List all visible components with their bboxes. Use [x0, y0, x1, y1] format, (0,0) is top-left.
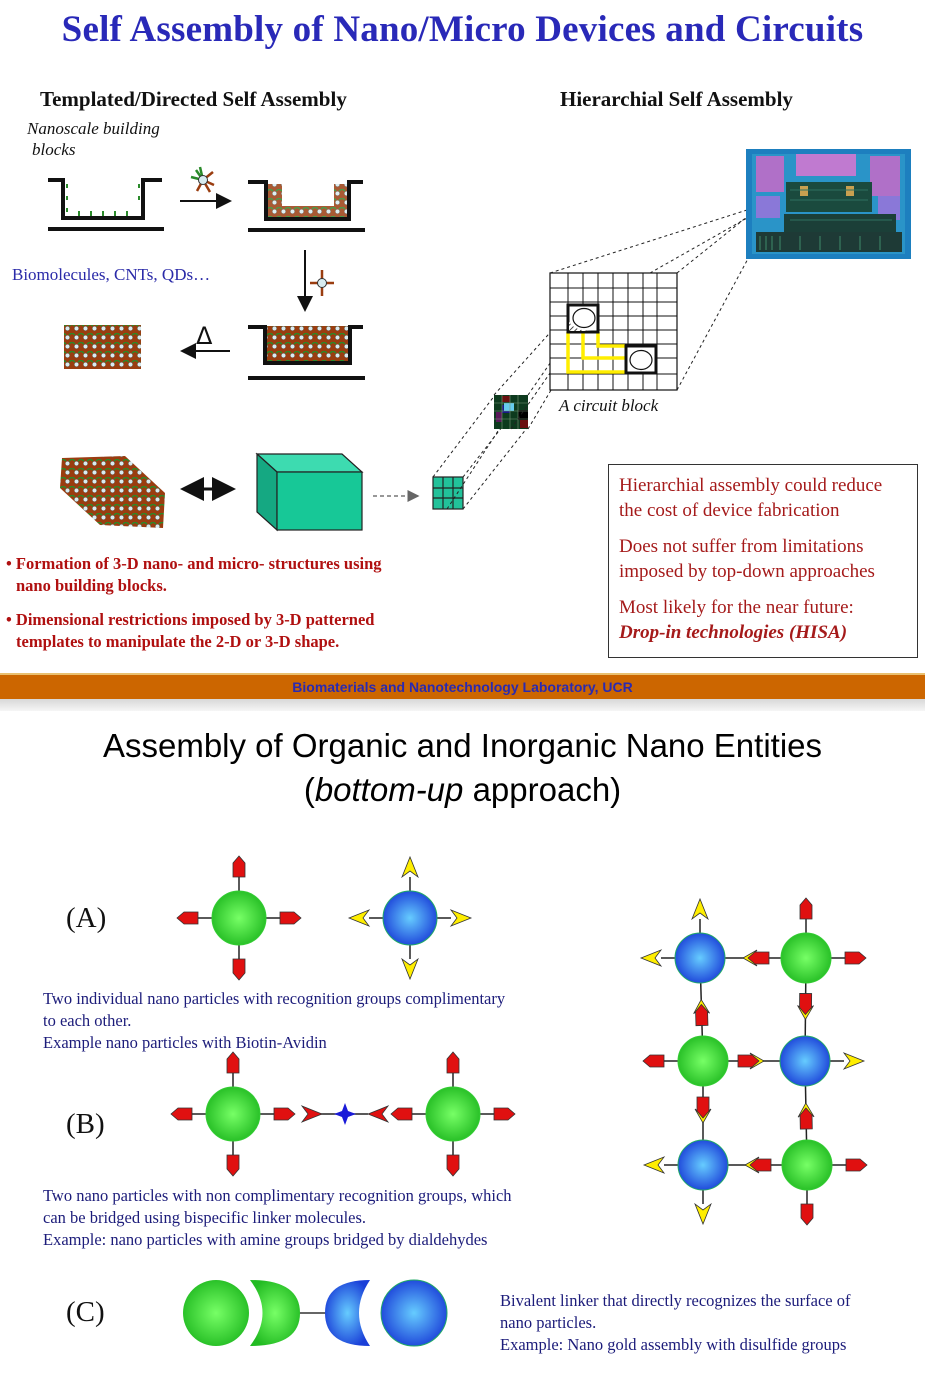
template-process-diagram	[48, 149, 911, 532]
section-a-desc-2: to each other.	[43, 1011, 132, 1030]
red-recognition-group	[446, 1141, 460, 1177]
blue-nanoparticle	[382, 890, 438, 946]
nanoscale-label-line1: Nanoscale building	[27, 119, 160, 138]
green-nanoparticle	[780, 932, 832, 984]
blue-nanoparticle	[677, 1139, 729, 1191]
red-recognition-group	[170, 1107, 206, 1121]
chip-die-image	[746, 149, 911, 259]
yellow-recognition-group	[347, 909, 383, 927]
section-c-description: Bivalent linker that directly recognizes…	[500, 1290, 850, 1356]
bullet-1-line2: nano building blocks.	[16, 576, 167, 595]
yellow-recognition-group	[401, 945, 419, 981]
hierarchial-info-box: Hierarchial assembly could reduce the co…	[608, 464, 918, 658]
red-recognition-group	[390, 1107, 426, 1121]
3d-lattice-structure	[60, 456, 165, 528]
section-b-desc-1: Two nano particles with non complimentar…	[43, 1186, 512, 1205]
section-c-desc-3: Example: Nano gold assembly with disulfi…	[500, 1335, 847, 1354]
filled-template	[248, 325, 365, 380]
red-recognition-group	[232, 945, 246, 981]
released-nanostructure	[64, 325, 141, 369]
info-cost: Hierarchial assembly could reduce the co…	[619, 475, 883, 521]
section-a-desc-1: Two individual nano particles with recog…	[43, 989, 506, 1008]
section-b-desc-3: Example: nano particles with amine group…	[43, 1230, 488, 1249]
green-nanoparticle	[781, 1139, 833, 1191]
yellow-recognition-group	[694, 1190, 712, 1226]
red-recognition-group	[642, 1054, 678, 1068]
yellow-recognition-group	[642, 1156, 678, 1174]
section-c-desc-2: nano particles.	[500, 1313, 597, 1332]
bullet-2-line2: templates to manipulate the 2-D or 3-D s…	[16, 632, 340, 651]
bullet-item: • Dimensional restrictions imposed by 3-…	[6, 609, 446, 653]
green-nanoparticle	[205, 1086, 261, 1142]
section-c-desc-1: Bivalent linker that directly recognizes…	[500, 1291, 851, 1310]
circuit-block-caption: A circuit block	[559, 396, 659, 415]
lab-footer-bar: Biomaterials and Nanotechnology Laborato…	[0, 673, 925, 699]
red-recognition-group	[232, 855, 246, 891]
red-recognition-group	[266, 911, 302, 925]
slide2-title-line1: Assembly of Organic and Inorganic Nano E…	[102, 727, 823, 764]
micro-structure-cube	[255, 452, 364, 532]
bispecific-linker	[300, 1103, 390, 1125]
paren-open: (	[303, 771, 315, 808]
bottom-up-emphasis: bottom-up	[314, 771, 464, 808]
green-nanoparticle	[211, 890, 267, 946]
section-c-label: (C)	[66, 1296, 105, 1328]
info-future-label: Most likely for the near future:	[619, 597, 854, 618]
red-recognition-group	[176, 911, 212, 925]
info-drop-in: Drop-in technologies (HISA)	[619, 622, 848, 643]
slide1-title: Self Assembly of Nano/Micro Devices and …	[61, 9, 864, 50]
section-a-description: Two individual nano particles with recog…	[43, 988, 505, 1054]
section-a-label: (A)	[66, 902, 107, 934]
blue-nanoparticle	[674, 932, 726, 984]
section-b-desc-2: can be bridged using bispecific linker m…	[43, 1208, 367, 1227]
red-recognition-group	[800, 1190, 814, 1226]
bullet-2-line1: • Dimensional restrictions imposed by 3-…	[6, 610, 375, 629]
linker-block-icon	[310, 270, 334, 296]
bullet-1-line1: • Formation of 3-D nano- and micro- stru…	[6, 554, 382, 573]
empty-template	[48, 178, 164, 231]
blue-nanoparticle	[779, 1035, 831, 1087]
red-recognition-group	[226, 1141, 240, 1177]
bivalent-linker-assembly	[183, 1279, 448, 1347]
bullet-item: • Formation of 3-D nano- and micro- stru…	[6, 553, 446, 597]
green-nanoparticle	[425, 1086, 481, 1142]
nanoscale-label: Nanoscale building blocks	[27, 118, 160, 160]
red-recognition-group	[226, 1051, 240, 1087]
red-recognition-group	[832, 1158, 868, 1172]
yellow-recognition-group	[639, 949, 675, 967]
nanoscale-label-line2: blocks	[32, 140, 76, 159]
slide2-title-line2: (bottom-up approach)	[0, 768, 925, 812]
template-with-monolayer	[248, 180, 365, 232]
slide-divider	[0, 699, 925, 711]
yellow-recognition-group	[691, 897, 709, 933]
lab-footer-text: Biomaterials and Nanotechnology Laborato…	[292, 679, 633, 695]
bullet-list: • Formation of 3-D nano- and micro- stru…	[6, 553, 446, 665]
complementary-bond	[797, 1060, 815, 1166]
hierarchial-heading: Hierarchial Self Assembly	[560, 87, 793, 111]
yellow-recognition-group	[830, 1052, 866, 1070]
red-recognition-group	[446, 1051, 460, 1087]
green-nanoparticle	[677, 1035, 729, 1087]
red-recognition-group	[799, 897, 813, 933]
approach-text: approach)	[463, 771, 622, 808]
circuit-block-grid	[549, 272, 678, 391]
building-block-icon	[190, 166, 215, 193]
heat-symbol: Δ	[196, 322, 213, 350]
section-b-label: (B)	[66, 1108, 105, 1140]
yellow-recognition-group	[401, 855, 419, 891]
templated-heading: Templated/Directed Self Assembly	[40, 87, 347, 111]
red-recognition-group	[260, 1107, 296, 1121]
info-future: Most likely for the near future: Drop-in…	[619, 595, 907, 645]
section-a-desc-3: Example nano particles with Biotin-Avidi…	[43, 1033, 327, 1052]
section-b-description: Two nano particles with non complimentar…	[43, 1185, 512, 1251]
yellow-recognition-group	[437, 909, 473, 927]
biomolecules-label: Biomolecules, CNTs, QDs…	[12, 265, 211, 284]
info-limitations: Does not suffer from limitations imposed…	[619, 536, 875, 582]
red-recognition-group	[480, 1107, 516, 1121]
red-recognition-group	[831, 951, 867, 965]
slide2-title: Assembly of Organic and Inorganic Nano E…	[0, 724, 925, 812]
